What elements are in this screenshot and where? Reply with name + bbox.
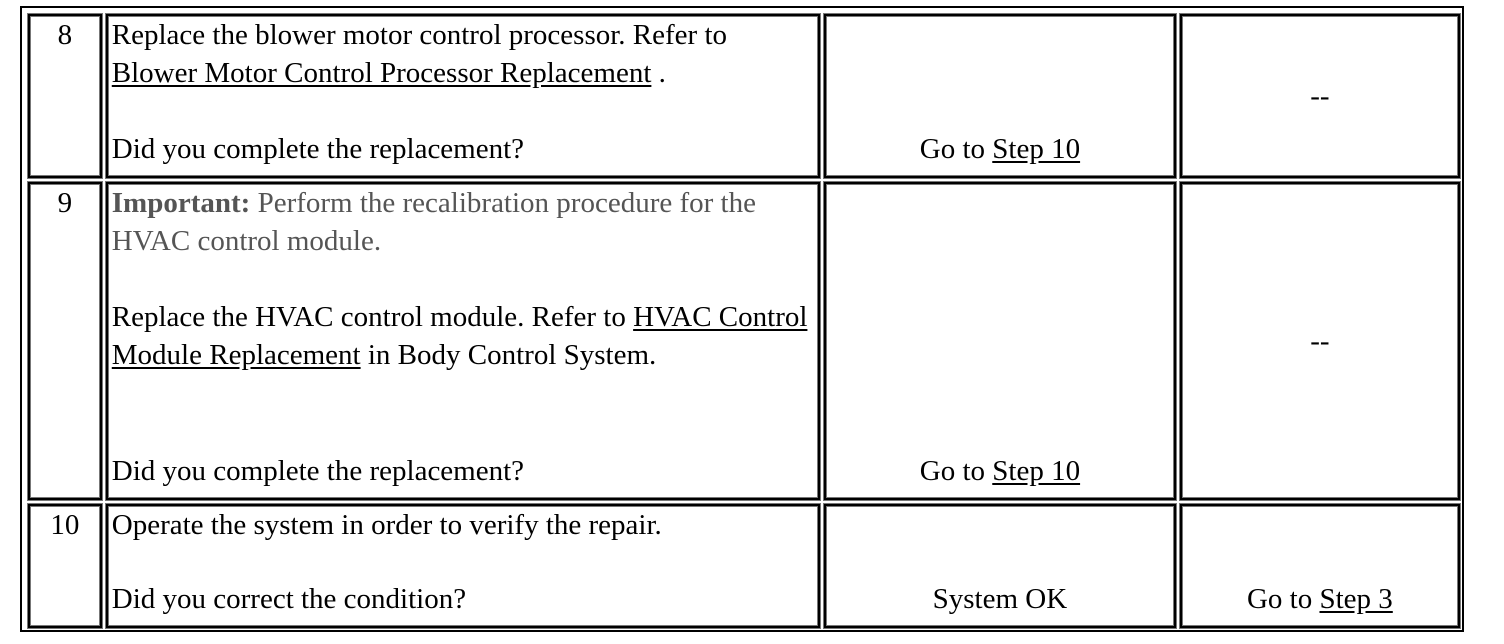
- go-to-step-3-link[interactable]: Step 3: [1319, 583, 1393, 615]
- yes-cell: Go to Step 10: [824, 14, 1176, 178]
- diagnostic-steps-table: 8 Replace the blower motor control proce…: [24, 10, 1464, 632]
- question-text: Did you correct the condition?: [111, 583, 467, 615]
- step-number: 8: [28, 14, 102, 178]
- yes-cell: Go to Step 10: [824, 182, 1176, 500]
- go-to-step-10-link[interactable]: Step 10: [992, 455, 1081, 487]
- table-row: 9 Important: Perform the recalibration p…: [28, 182, 1460, 500]
- yes-result: Go to Step 10: [919, 455, 1081, 487]
- action-text: Replace the blower motor control process…: [111, 19, 728, 89]
- important-label: Important:: [111, 187, 251, 219]
- no-cell: --: [1179, 182, 1460, 500]
- yes-cell: System OK: [824, 504, 1176, 628]
- no-cell: Go to Step 3: [1179, 504, 1460, 628]
- table-outer-frame: [20, 6, 1464, 632]
- action-cell: Operate the system in order to verify th…: [105, 504, 821, 628]
- blower-motor-processor-replacement-link[interactable]: Blower Motor Control Processor Replaceme…: [111, 57, 652, 89]
- no-result: --: [1310, 325, 1330, 357]
- action-cell: Important: Perform the recalibration pro…: [105, 182, 821, 500]
- action-cell: Replace the blower motor control process…: [105, 14, 821, 178]
- table-row: 8 Replace the blower motor control proce…: [28, 14, 1460, 178]
- yes-result: Go to Step 10: [919, 133, 1081, 165]
- table-row: 10 Operate the system in order to verify…: [28, 504, 1460, 628]
- question-text: Did you complete the replacement?: [111, 455, 525, 487]
- hvac-control-module-replacement-link[interactable]: HVAC Control Module Replacement: [111, 301, 808, 371]
- no-result: --: [1310, 80, 1330, 112]
- no-result: Go to Step 3: [1246, 583, 1393, 615]
- step-number: 9: [28, 182, 102, 500]
- action-text: Replace the HVAC control module. Refer t…: [111, 301, 808, 371]
- step-number: 10: [28, 504, 102, 628]
- yes-result: System OK: [932, 583, 1068, 615]
- go-to-step-10-link[interactable]: Step 10: [992, 133, 1081, 165]
- question-text: Did you complete the replacement?: [111, 133, 525, 165]
- no-cell: --: [1179, 14, 1460, 178]
- action-text: Operate the system in order to verify th…: [111, 509, 662, 541]
- important-note: Important: Perform the recalibration pro…: [111, 187, 756, 257]
